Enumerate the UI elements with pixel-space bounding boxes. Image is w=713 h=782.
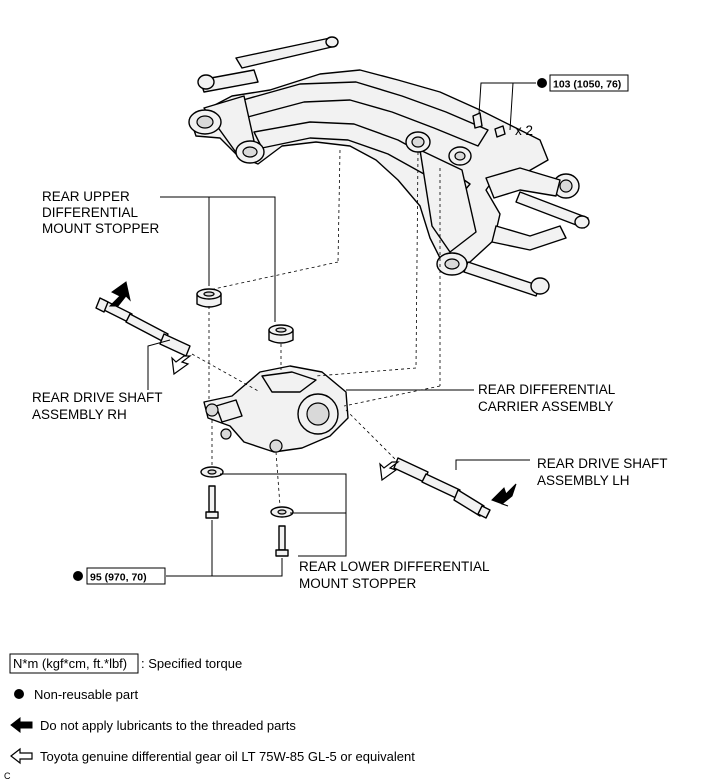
legend-torque-text: : Specified torque — [141, 656, 242, 671]
gear-oil-arrow-icon — [171, 355, 192, 376]
label-rear-lower-diff-mount-stopper: REAR LOWER DIFFERENTIAL MOUNT STOPPER — [299, 559, 493, 591]
legend-non-reusable-icon — [14, 689, 24, 699]
label-rear-diff-carrier: REAR DIFFERENTIAL CARRIER ASSEMBLY — [478, 382, 619, 414]
legend-non-reusable-text: Non-reusable part — [34, 687, 138, 702]
non-reusable-marker-icon — [73, 571, 83, 581]
legend-no-lubricant-arrow-icon — [10, 716, 33, 734]
rear-differential-carrier — [203, 365, 349, 453]
torque-box-upper — [549, 74, 629, 92]
label-rear-drive-shaft-rh: REAR DRIVE SHAFT ASSEMBLY RH — [32, 390, 166, 422]
rear-drive-shaft-rh-part — [95, 297, 191, 357]
no-lubricant-arrow-icon — [491, 483, 517, 507]
rear-drive-shaft-lh-part — [393, 457, 491, 519]
non-reusable-marker-icon — [537, 78, 547, 88]
legend-torque-box-text: N*m (kgf*cm, ft.*lbf) — [13, 656, 127, 671]
legend: N*m (kgf*cm, ft.*lbf) : Specified torque… — [9, 653, 415, 765]
legend-torque-box — [9, 653, 139, 674]
torque-lower-value: 95 (970, 70) — [90, 572, 147, 584]
legend-gear-oil-text: Toyota genuine differential gear oil LT … — [40, 749, 415, 764]
label-rear-upper-diff-mount-stopper: REAR UPPER DIFFERENTIAL MOUNT STOPPER — [42, 189, 160, 236]
leader-lines — [147, 82, 536, 577]
upper-bolt-pair — [472, 112, 506, 138]
gear-oil-arrow-icon — [379, 461, 400, 482]
footer-letter: C — [4, 771, 11, 781]
legend-gear-oil-arrow-icon — [10, 747, 33, 765]
no-lubricant-arrow-icon — [108, 281, 131, 307]
rear-suspension-member — [188, 36, 590, 297]
alignment-lines — [191, 149, 441, 507]
rear-lower-diff-mount-stopper-parts — [200, 466, 294, 518]
torque-upper-value: 103 (1050, 76) — [553, 79, 621, 91]
torque-upper-quantity: x 2 — [515, 123, 533, 138]
label-rear-drive-shaft-lh: REAR DRIVE SHAFT ASSEMBLY LH — [537, 456, 671, 488]
rear-upper-diff-mount-stopper-parts — [196, 288, 294, 344]
lower-bolts — [205, 485, 289, 557]
legend-no-lubricant-text: Do not apply lubricants to the threaded … — [40, 718, 296, 733]
torque-box-lower — [86, 567, 166, 585]
